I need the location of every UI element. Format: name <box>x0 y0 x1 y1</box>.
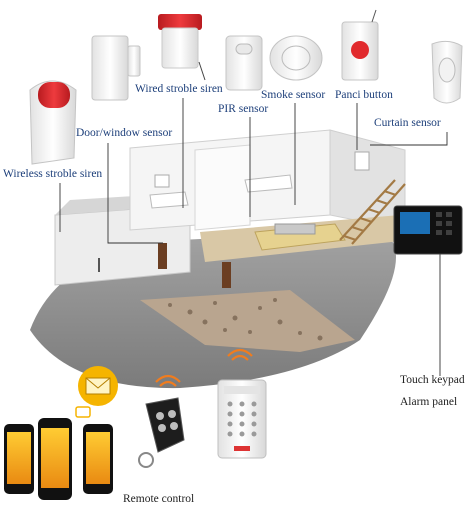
panic-button-label: Panci button <box>335 89 393 101</box>
house-cutaway <box>54 129 410 288</box>
pir-sensor-label: PIR sensor <box>218 103 269 115</box>
touch-keypad-label: Touch keypad <box>400 374 465 386</box>
smoke-sensor-label: Smoke sensor <box>261 89 326 101</box>
door-sensor-icon <box>91 35 141 101</box>
email-icon <box>78 366 118 406</box>
alarm-panel-label: Alarm panel <box>400 396 458 408</box>
door-window-sensor-label: Door/window sensor <box>76 127 173 139</box>
remote-fob-icon <box>138 397 185 468</box>
wifi-signal-icon <box>155 348 253 387</box>
alarm-panel-icon <box>393 205 463 255</box>
pir-sensor-icon <box>225 35 263 91</box>
wired-siren-label: Wired stroble siren <box>135 83 223 95</box>
smartphone-icon <box>4 418 113 500</box>
curtain-sensor-label: Curtain sensor <box>374 117 441 129</box>
panic-button-icon <box>341 9 379 81</box>
leader-lines <box>59 98 448 376</box>
sms-icon <box>75 406 91 418</box>
wired-siren-icon <box>158 14 206 81</box>
wireless-siren-label: Wireless stroble siren <box>3 168 103 180</box>
remote-control-label: Remote control <box>123 493 195 505</box>
keypad-icon <box>217 379 267 459</box>
curtain-sensor-icon <box>431 40 463 104</box>
smoke-detector-icon <box>269 35 323 81</box>
wireless-siren-icon <box>29 80 77 165</box>
